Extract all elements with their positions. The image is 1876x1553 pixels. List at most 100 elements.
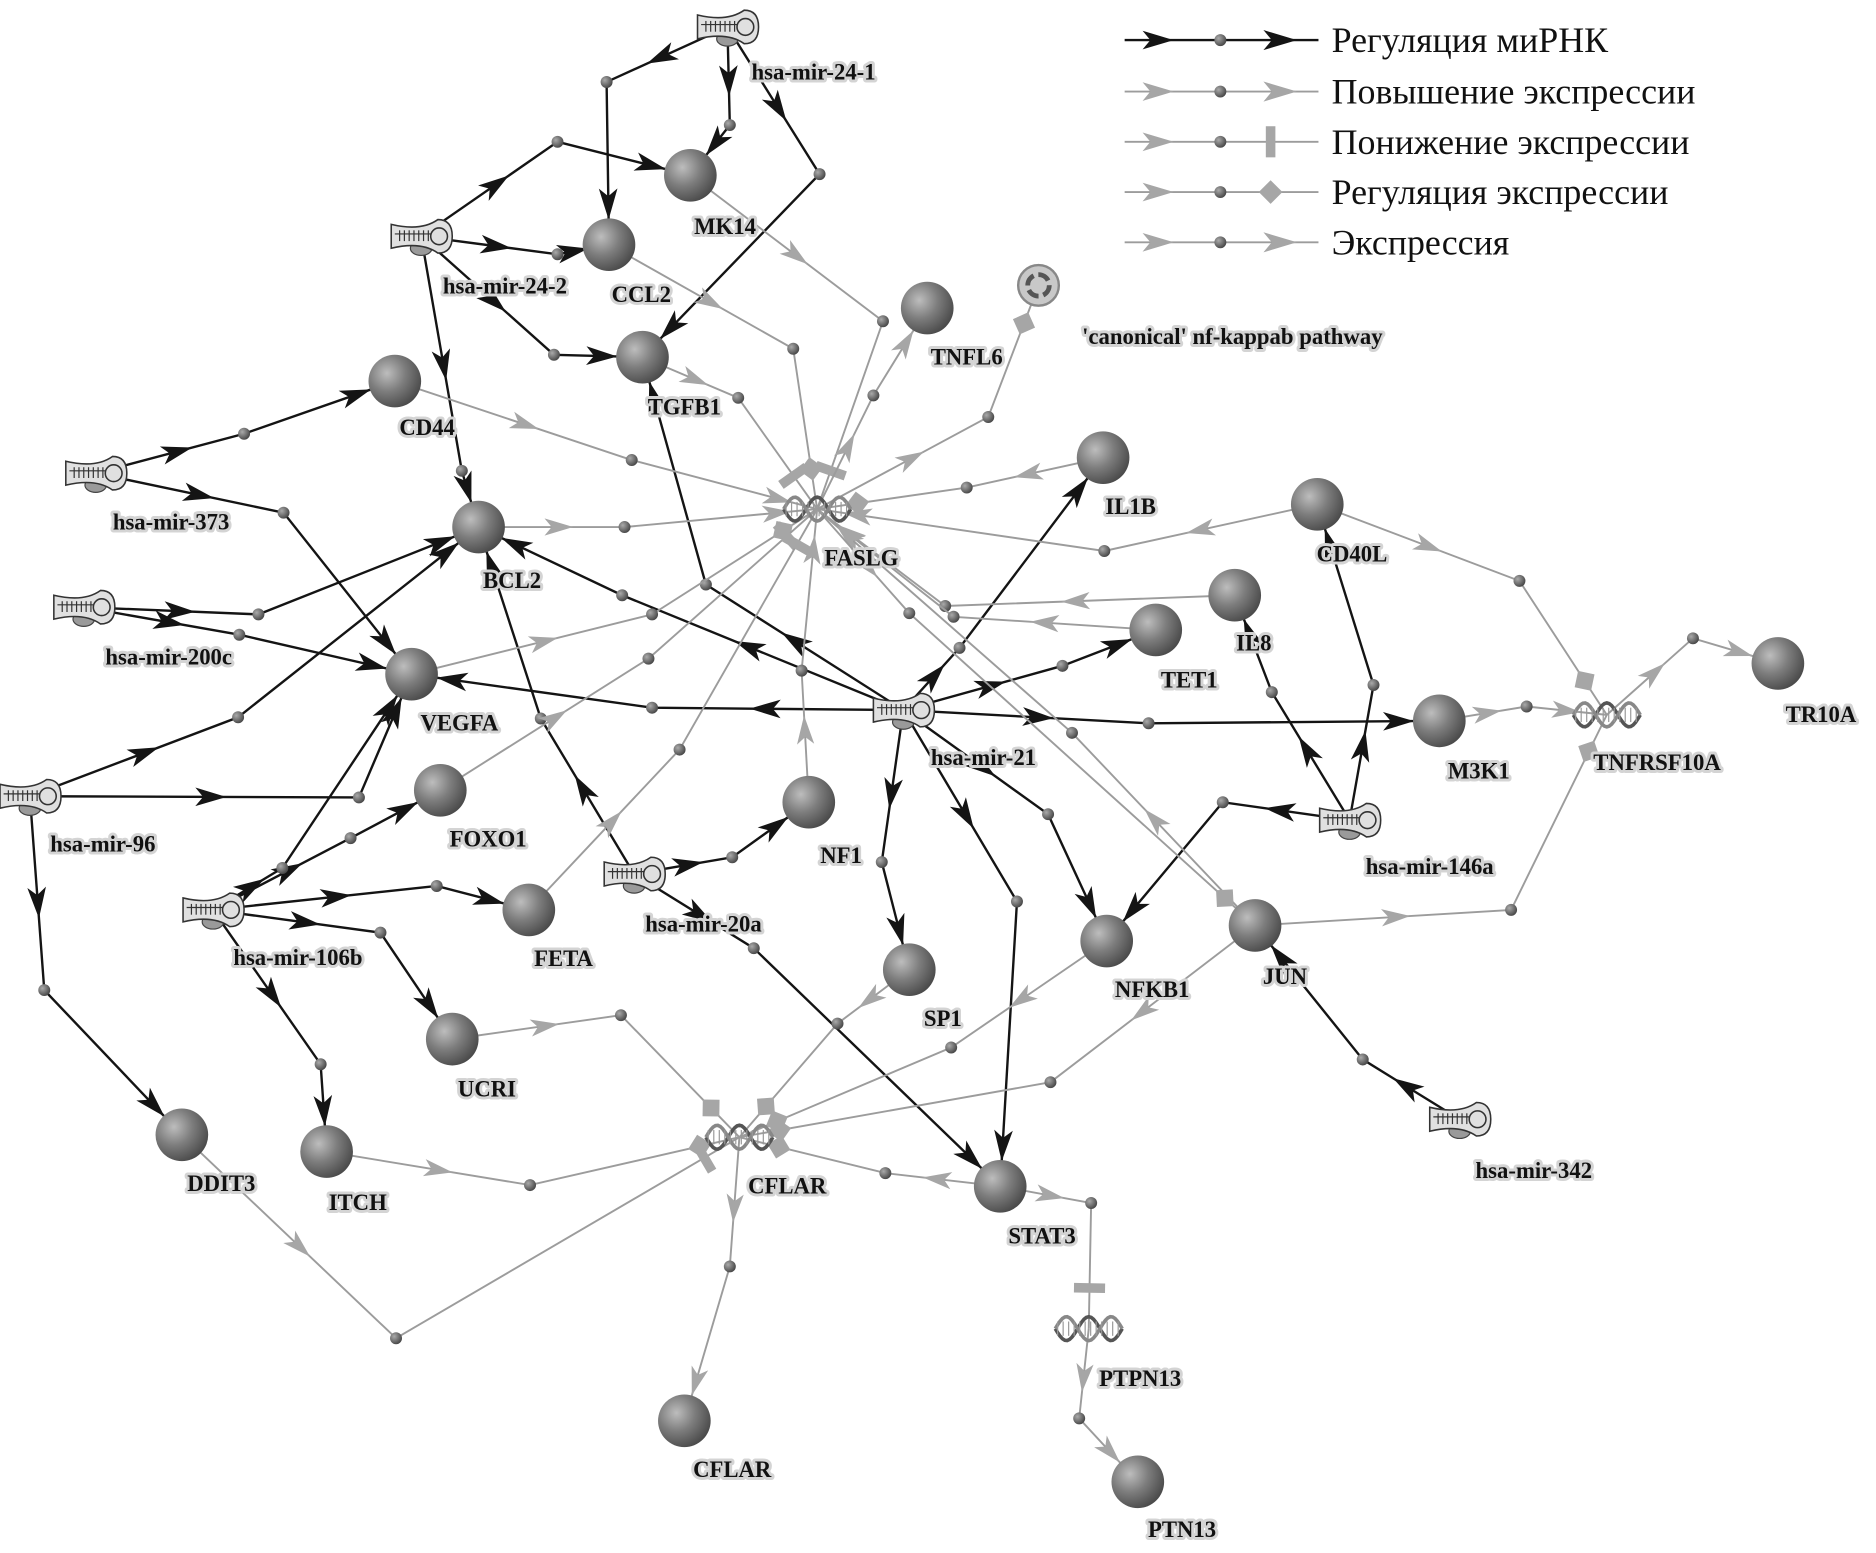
node-tnfl6[interactable]: TNFL6	[900, 281, 1006, 372]
node-mir200c[interactable]: hsa-mir-200c	[53, 589, 235, 673]
node-ptn13[interactable]: PTN13	[1111, 1455, 1219, 1545]
edge-line	[212, 908, 454, 1040]
node-cflar-p[interactable]: CFLAR	[658, 1394, 775, 1485]
inhibit-bar-icon	[778, 463, 810, 489]
arrow-icon	[922, 1172, 953, 1190]
node-itch[interactable]: ITCH	[300, 1125, 390, 1218]
node-label: FASLG	[824, 545, 898, 570]
arrow-icon	[163, 601, 196, 620]
regulation-diamond-icon	[1012, 312, 1036, 335]
junction-dot	[646, 701, 659, 714]
node-stat3[interactable]: STAT3	[973, 1159, 1079, 1252]
legend-label: Регуляция миРНК	[1332, 20, 1610, 60]
arrow-icon	[726, 1193, 744, 1223]
junction-dot	[1356, 1053, 1369, 1066]
mirna-icon	[603, 856, 666, 894]
node-mir24-2[interactable]: hsa-mir-24-2	[390, 218, 570, 302]
node-cflar-g[interactable]: CFLAR	[704, 1123, 830, 1201]
node-mir106b[interactable]: hsa-mir-106b	[182, 892, 365, 973]
arrow-icon	[1471, 706, 1502, 724]
node-tet1[interactable]: TET1	[1129, 603, 1221, 695]
junction-dot	[1214, 186, 1227, 199]
node-tr10a[interactable]: TR10A	[1751, 637, 1860, 730]
node-nf1[interactable]: NF1	[782, 775, 865, 871]
edge-reg	[817, 456, 1104, 516]
junction-dot	[1056, 659, 1069, 672]
protein-sphere-icon	[1751, 637, 1805, 690]
node-label: FETA	[534, 946, 593, 971]
node-mir146a[interactable]: hsa-mir-146a	[1318, 802, 1497, 882]
node-m3k1[interactable]: M3K1	[1412, 694, 1513, 786]
edge-line	[1105, 800, 1350, 942]
arrowhead-icon	[436, 672, 469, 692]
arrowhead-icon	[1122, 891, 1150, 922]
node-ddit3[interactable]: DDIT3	[155, 1108, 258, 1199]
node-jun[interactable]: JUN	[1228, 899, 1311, 992]
junction-dot	[1066, 726, 1078, 739]
node-tnfrsf10a[interactable]: TNFRSF10A	[1571, 701, 1724, 778]
arrow-icon	[283, 1230, 311, 1257]
edge-mirna	[633, 872, 1002, 1188]
node-bcl2[interactable]: BCL2	[452, 500, 544, 596]
arrowhead-icon	[843, 508, 873, 526]
arrow-icon	[671, 858, 704, 877]
arrowhead-icon	[354, 652, 388, 671]
node-foxo1[interactable]: FOXO1	[413, 763, 530, 854]
arrow-icon	[1142, 132, 1174, 152]
arrowhead-icon	[1324, 528, 1343, 561]
node-cd44[interactable]: CD44	[368, 354, 458, 443]
arrow-icon	[761, 89, 787, 122]
node-label: ITCH	[329, 1190, 387, 1215]
arrow-icon	[431, 348, 451, 381]
node-feta[interactable]: FETA	[502, 883, 597, 974]
node-vegfa[interactable]: VEGFA	[385, 647, 502, 738]
arrowhead-icon	[1263, 30, 1297, 51]
node-il8[interactable]: IL8	[1208, 568, 1275, 658]
protein-sphere-icon	[1290, 477, 1344, 531]
edge-line	[1233, 594, 1351, 821]
junction-dot	[1214, 135, 1227, 148]
junction-dot	[614, 1009, 627, 1022]
node-mir24-1[interactable]: hsa-mir-24-1	[696, 9, 879, 88]
junction-dot	[551, 135, 564, 148]
edge-mirna	[212, 908, 454, 1040]
node-mir20a[interactable]: hsa-mir-20a	[603, 856, 765, 939]
junction-dot	[1042, 808, 1055, 821]
node-tgfb1[interactable]: TGFB1	[616, 330, 724, 423]
edge-line	[478, 508, 818, 529]
node-ccl2[interactable]: CCL2	[582, 218, 674, 310]
node-ptpn13[interactable]: PTPN13	[1053, 1314, 1184, 1394]
dna-icon	[1571, 701, 1642, 729]
node-label: DDIT3	[187, 1171, 255, 1196]
node-nfkb1[interactable]: NFKB1	[1080, 914, 1192, 1005]
edge-down	[439, 508, 818, 792]
junction-dot	[723, 1260, 736, 1273]
node-nfkb-path[interactable]: 'canonical' nf-kappab pathway	[1016, 263, 1386, 352]
node-ucri[interactable]: UCRI	[425, 1012, 519, 1105]
node-cd40l[interactable]: CD40L	[1290, 477, 1390, 570]
node-mir21[interactable]: hsa-mir-21	[872, 692, 1039, 773]
node-label: hsa-mir-20a	[645, 911, 762, 936]
arrowhead-icon	[369, 624, 396, 655]
arrowhead-icon	[757, 816, 789, 843]
regulation-diamond-icon	[1216, 889, 1234, 907]
arrowhead-icon	[338, 389, 372, 409]
node-il1b[interactable]: IL1B	[1076, 431, 1159, 522]
junction-dot	[1085, 1197, 1098, 1210]
protein-sphere-icon	[973, 1159, 1027, 1213]
node-mir342[interactable]: hsa-mir-342	[1428, 1101, 1595, 1186]
edge-reg	[816, 285, 1040, 510]
node-sp1[interactable]: SP1	[882, 943, 965, 1034]
protein-sphere-icon	[1129, 603, 1183, 657]
arrow-icon	[595, 811, 622, 839]
node-mk14[interactable]: MK14	[664, 148, 759, 242]
node-mir96[interactable]: hsa-mir-96	[0, 778, 158, 859]
arrow-icon	[1076, 1362, 1094, 1393]
arrow-icon	[288, 911, 321, 930]
arrow-icon	[1131, 996, 1160, 1021]
edge-mirna	[211, 909, 333, 1152]
arrow-icon	[478, 175, 509, 201]
junction-dot	[953, 641, 966, 654]
node-mir373[interactable]: hsa-mir-373	[65, 455, 232, 537]
node-faslg[interactable]: FASLG	[782, 495, 902, 573]
